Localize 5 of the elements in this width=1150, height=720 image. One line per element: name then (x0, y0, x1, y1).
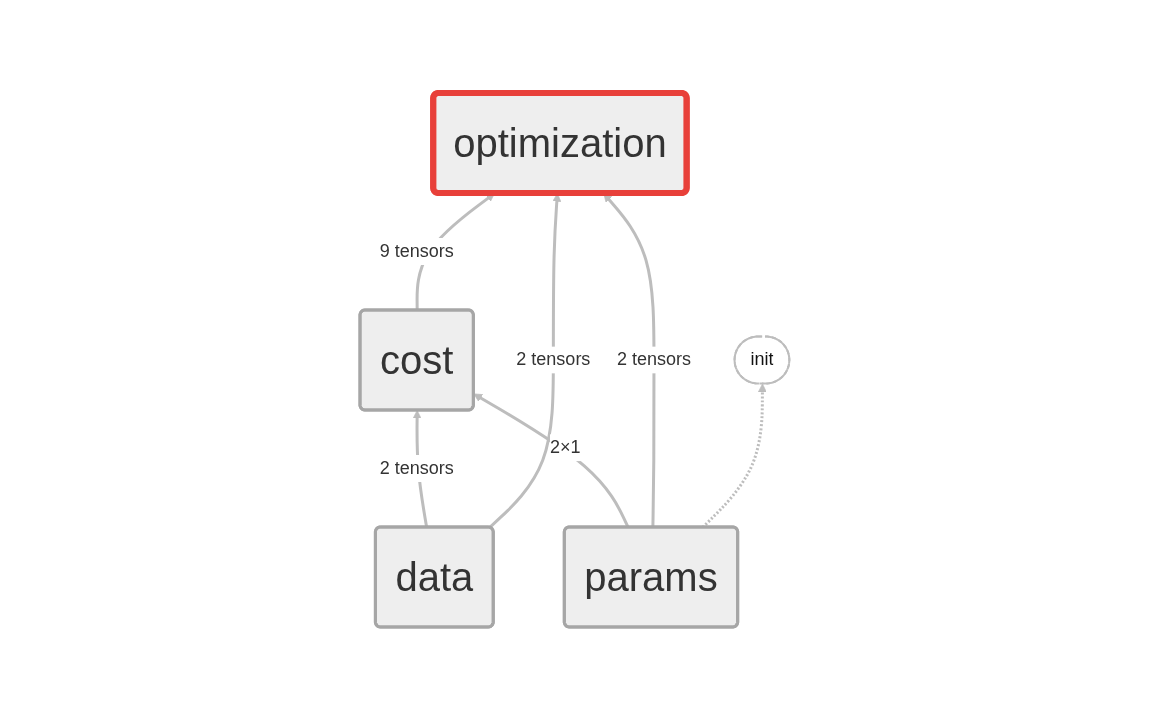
edge-label: 2 tensors (379, 457, 455, 478)
edge-label: 9 tensors (379, 241, 455, 262)
edge-label: 2 tensors (617, 349, 692, 370)
edge-label: 2 tensors (516, 349, 591, 370)
edge-label: 2×1 (550, 437, 581, 458)
